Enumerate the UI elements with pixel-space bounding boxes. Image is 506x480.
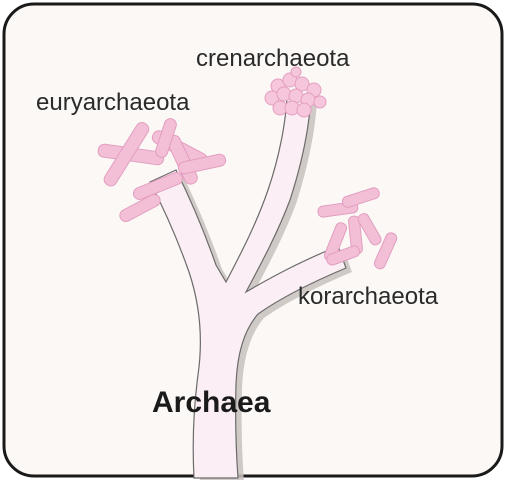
label-korarchaeota: korarchaeota bbox=[298, 283, 439, 310]
label-euryarchaeota: euryarchaeota bbox=[36, 89, 190, 116]
label-crenarchaeota: crenarchaeota bbox=[196, 45, 350, 72]
label-domain-archaea: Archaea bbox=[152, 386, 271, 419]
coccus-cell bbox=[314, 96, 326, 108]
coccus-cell bbox=[297, 103, 311, 117]
